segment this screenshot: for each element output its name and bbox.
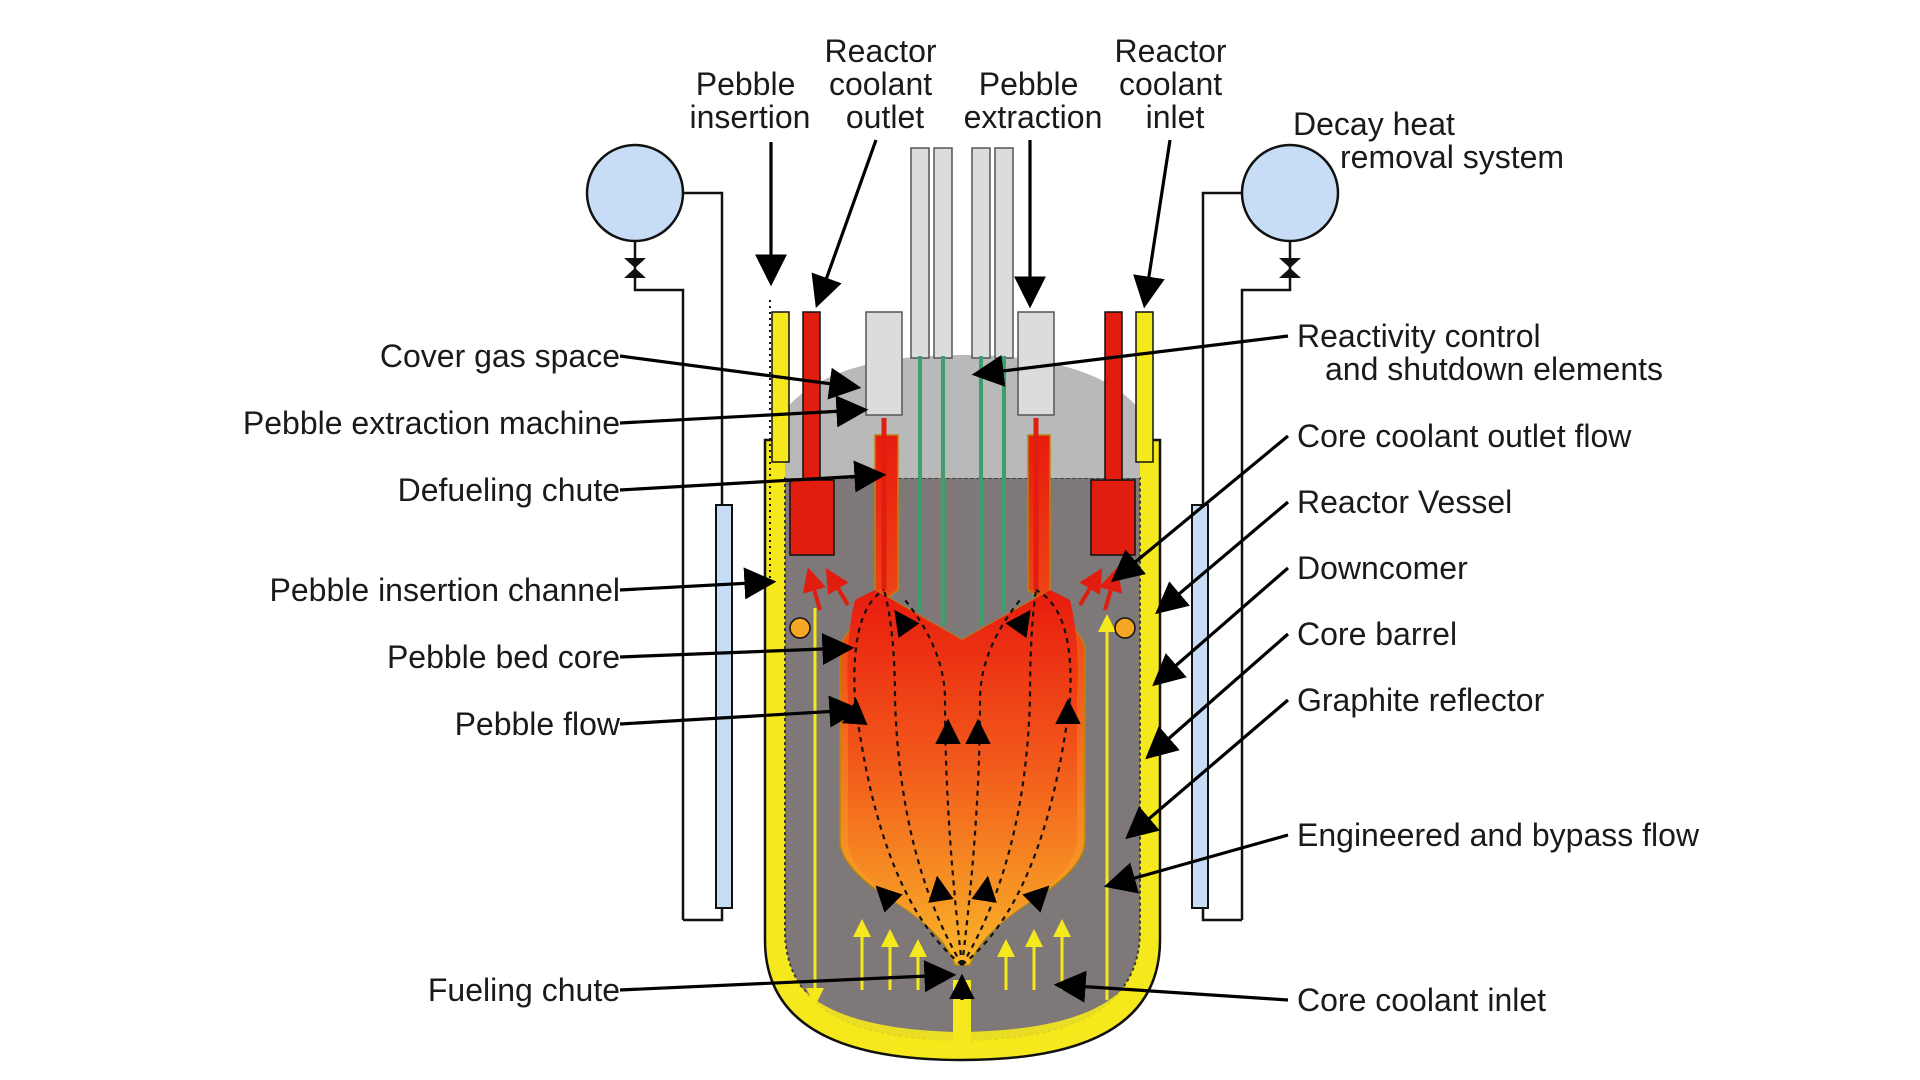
label-pebble-insertion-channel: Pebble insertion channel — [270, 572, 620, 608]
label-graphite-reflector: Graphite reflector — [1297, 682, 1545, 718]
label-engineered-bypass-flow: Engineered and bypass flow — [1297, 817, 1700, 853]
label-reactor-vessel: Reactor Vessel — [1297, 484, 1512, 520]
label-cover-gas-space: Cover gas space — [380, 338, 620, 374]
label-core-coolant-inlet: Core coolant inlet — [1297, 982, 1546, 1018]
cover-gas-space — [785, 355, 1140, 478]
label-pebble-bed-core: Pebble bed core — [387, 639, 620, 675]
pebble-extraction-machines — [865, 311, 1055, 590]
label-fueling-chute: Fueling chute — [428, 972, 620, 1008]
decay-heat-loop-left — [585, 143, 733, 922]
leader-arrows — [619, 139, 1290, 1003]
core-coolant-inlet-arrows — [853, 919, 1071, 990]
labels: Pebble insertion Reactor coolant outlet … — [243, 33, 1700, 1018]
coolant-outlet-channels — [789, 311, 1136, 639]
label-pebble-extraction-machine: Pebble extraction machine — [243, 405, 620, 441]
core-barrel — [784, 477, 1141, 1042]
reactivity-control-elements — [910, 147, 1014, 625]
label-pebble-extraction: Pebble extraction — [964, 66, 1103, 135]
label-reactor-coolant-inlet: Reactor coolant inlet — [1115, 33, 1236, 135]
label-downcomer: Downcomer — [1297, 550, 1468, 586]
label-core-barrel: Core barrel — [1297, 616, 1457, 652]
label-pebble-flow: Pebble flow — [455, 706, 621, 742]
label-reactor-coolant-outlet: Reactor coolant outlet — [825, 33, 946, 135]
label-defueling-chute: Defueling chute — [398, 472, 620, 508]
label-pebble-insertion: Pebble insertion — [690, 66, 811, 135]
decay-heat-loop-right — [1191, 143, 1340, 922]
label-reactivity-control: Reactivity control and shutdown elements — [1297, 318, 1663, 387]
label-core-coolant-outlet-flow: Core coolant outlet flow — [1297, 418, 1632, 454]
downcomer — [771, 311, 1154, 1006]
label-decay-heat-removal-system: Decay heat removal system — [1293, 106, 1564, 175]
